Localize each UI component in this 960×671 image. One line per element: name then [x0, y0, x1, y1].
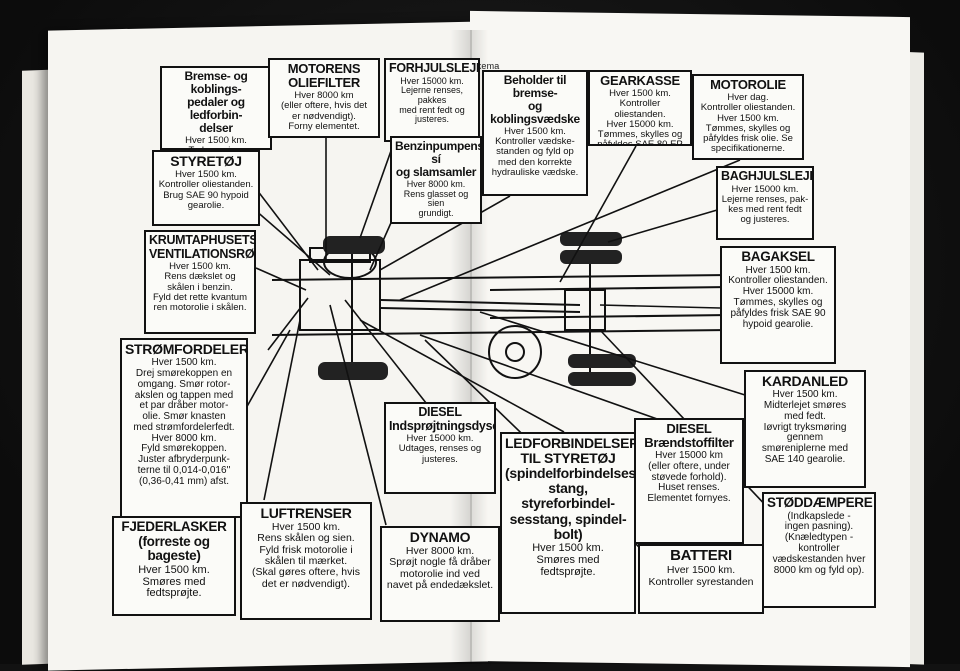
box-text: Hver 1500 km. Midterlejet smøres med fed… [761, 389, 849, 465]
box-text: Hver 1500 km. Kontroller vædske- standen… [491, 125, 579, 178]
engine-block [299, 259, 381, 331]
box-text: Hver 1500 km. Smøres med fedtsprøjte. [532, 541, 604, 578]
rear-axle-housing [564, 289, 606, 331]
tyre-front-bottom [318, 362, 388, 380]
tyre-rear-top-a [560, 232, 622, 246]
leader-kardanled [479, 311, 746, 396]
box-text: Hver 15000 km. Lejerne renses, pakkes me… [399, 75, 465, 125]
box-title: STRØMFORDELER [125, 341, 248, 357]
box-title: LEDFORBINDELSER TIL STYRETØJ (spindelfor… [505, 435, 636, 542]
box-styretoj: STYRETØJ Hver 1500 km. Kontroller oliest… [152, 150, 260, 226]
box-krumtaphusets: KRUMTAPHUSETS VENTILATIONSRØR Hver 1500 … [144, 230, 256, 334]
leader-gearkasse [559, 145, 637, 283]
frame-rail-inner2 [489, 314, 731, 319]
box-ledforbindelser: LEDFORBINDELSER TIL STYRETØJ (spindelfor… [500, 432, 636, 614]
box-title: STØDDÆMPERE [767, 495, 873, 510]
box-diesel-indsprojtningsdyser: DIESEL Indsprøjtningsdyser Hver 15000 km… [384, 402, 496, 494]
box-title: BAGHJULSLEJER [721, 169, 812, 183]
leader-beholder [379, 195, 511, 271]
box-fjederlasker: FJEDERLASKER (forreste og bageste) Hver … [112, 516, 236, 616]
tyre-rear-bottom-b [568, 372, 636, 386]
box-gearkasse: GEARKASSE Hver 1500 km. Kontroller olies… [588, 70, 692, 146]
box-text: Hver 1500 km. Tryksmøring. [185, 134, 247, 148]
tyre-rear-top-b [560, 250, 622, 264]
box-title: Bremse- og koblings- pedaler og ledforbi… [184, 69, 248, 135]
box-text: Hver 1500 km. Kontroller oliestanden. Hv… [728, 264, 828, 330]
box-motorolie: MOTOROLIE Hver dag. Kontroller oliestand… [692, 74, 804, 160]
box-title: FORHJULSLEJER [389, 61, 478, 75]
box-text: Hver 8000 km. Sprøjt nogle få dråber mot… [386, 545, 494, 592]
box-text: Hver 15000 km. Udtages, renses og juster… [398, 433, 482, 465]
leader-motorolie [399, 159, 741, 301]
spare-wheel [488, 325, 542, 379]
box-dynamo: DYNAMO Hver 8000 km. Sprøjt nogle få drå… [380, 526, 500, 622]
leader-diesel-dyser [344, 299, 431, 409]
box-kardanled: KARDANLED Hver 1500 km. Midterlejet smør… [744, 370, 866, 488]
box-text: Hver 1500 km. Kontroller syrestanden [648, 564, 754, 588]
box-text: Hver 1500 km. Drej smørekoppen en omgang… [133, 357, 235, 487]
box-luftrenser: LUFTRENSER Hver 1500 km. Rens skålen og … [240, 502, 372, 620]
box-title: BAGAKSEL [741, 249, 815, 264]
box-title: GEARKASSE [600, 73, 680, 88]
box-text: Hver 1500 km. Rens dækslet og skålen i b… [153, 261, 247, 313]
box-stromfordeler: STRØMFORDELER Hver 1500 km. Drej smøreko… [120, 338, 248, 518]
box-title: STYRETØJ [170, 153, 242, 169]
leader-krumtap [255, 267, 307, 291]
box-batteri: BATTERI Hver 1500 km. Kontroller syresta… [638, 544, 764, 614]
box-text: Hver 15000 km (eller oftere, under støve… [647, 450, 731, 505]
box-forhjulslejer: FORHJULSLEJER Hver 15000 km. Lejerne ren… [384, 58, 480, 142]
box-title: DYNAMO [409, 529, 471, 545]
box-title: KARDANLED [762, 373, 848, 389]
box-title: MOTORENS OLIEFILTER [287, 61, 361, 91]
box-motorens-oliefilter: MOTORENS OLIEFILTER Hver 8000 km (eller … [268, 58, 380, 138]
box-text: (Indkapslede - ingen pasning). (Knæledty… [772, 510, 866, 576]
leader-dynamo [329, 304, 387, 526]
leader-braendstoffilter [419, 334, 661, 421]
frame-rail-inner [489, 286, 731, 291]
box-beholder: Beholder til bremse- og koblingsvædske H… [482, 70, 588, 196]
box-text: Hver 1500 km. Kontroller oliestanden. Br… [158, 169, 254, 211]
leader-forhjulslejer [359, 147, 393, 239]
box-title: Benzinpumpens sí og slamsamler [395, 139, 482, 179]
box-text: Hver dag. Kontroller oliestanden. Hver 1… [700, 92, 796, 155]
leader-luftrenser [263, 319, 301, 501]
tyre-rear-bottom-a [568, 354, 636, 368]
box-text: Hver 1500 km. Smøres med fedtsprøjte. [138, 563, 210, 600]
box-diesel-braendstoffilter: DIESEL Brændstoffilter Hver 15000 km (el… [634, 418, 744, 544]
box-bagaksel: BAGAKSEL Hver 1500 km. Kontroller oliest… [720, 246, 836, 364]
box-title: DIESEL Indsprøjtningsdyser [389, 405, 496, 433]
tyre-front-top [323, 236, 385, 254]
frame-rail-bottom [271, 329, 731, 336]
box-title: KRUMTAPHUSETS VENTILATIONSRØR [149, 233, 256, 261]
box-text: Hver 8000 km. Rens glasset og sien grund… [403, 178, 469, 219]
driveshaft [379, 299, 581, 306]
box-title: BATTERI [670, 547, 732, 564]
leader-stromfordeler [267, 297, 309, 351]
box-baghjulslejer: BAGHJULSLEJER Hver 15000 km. Lejerne ren… [716, 166, 814, 240]
spare-wheel-hub [505, 342, 525, 362]
leader-baghjulslejer [607, 207, 725, 243]
box-text: Hver 8000 km (eller oftere, hvis det er … [280, 90, 368, 132]
box-title: LUFTRENSER [260, 505, 352, 521]
frame-rail-top [271, 274, 731, 281]
box-text: Hver 1500 km. Rens skålen og sien. Fyld … [252, 521, 360, 590]
box-bremse: Bremse- og koblings- pedaler og ledforbi… [160, 66, 272, 150]
box-text: Hver 15000 km. Lejerne renses, pak- kes … [721, 183, 809, 226]
driveshaft-b [379, 307, 581, 313]
box-title: Beholder til bremse- og koblingsvædske [490, 73, 580, 126]
box-text: Hver 1500 km. Kontroller oliestanden. Hv… [597, 88, 683, 146]
box-title: MOTOROLIE [710, 77, 786, 92]
leader-bagaksel [599, 304, 721, 309]
box-title: FJEDERLASKER (forreste og bageste) [121, 519, 227, 564]
box-title: DIESEL Brændstoffilter [644, 421, 734, 451]
box-stoddaempere: STØDDÆMPERE (Indkapslede - ingen pasning… [762, 492, 876, 608]
box-benzinpumpens: Benzinpumpens sí og slamsamler Hver 8000… [390, 136, 482, 224]
